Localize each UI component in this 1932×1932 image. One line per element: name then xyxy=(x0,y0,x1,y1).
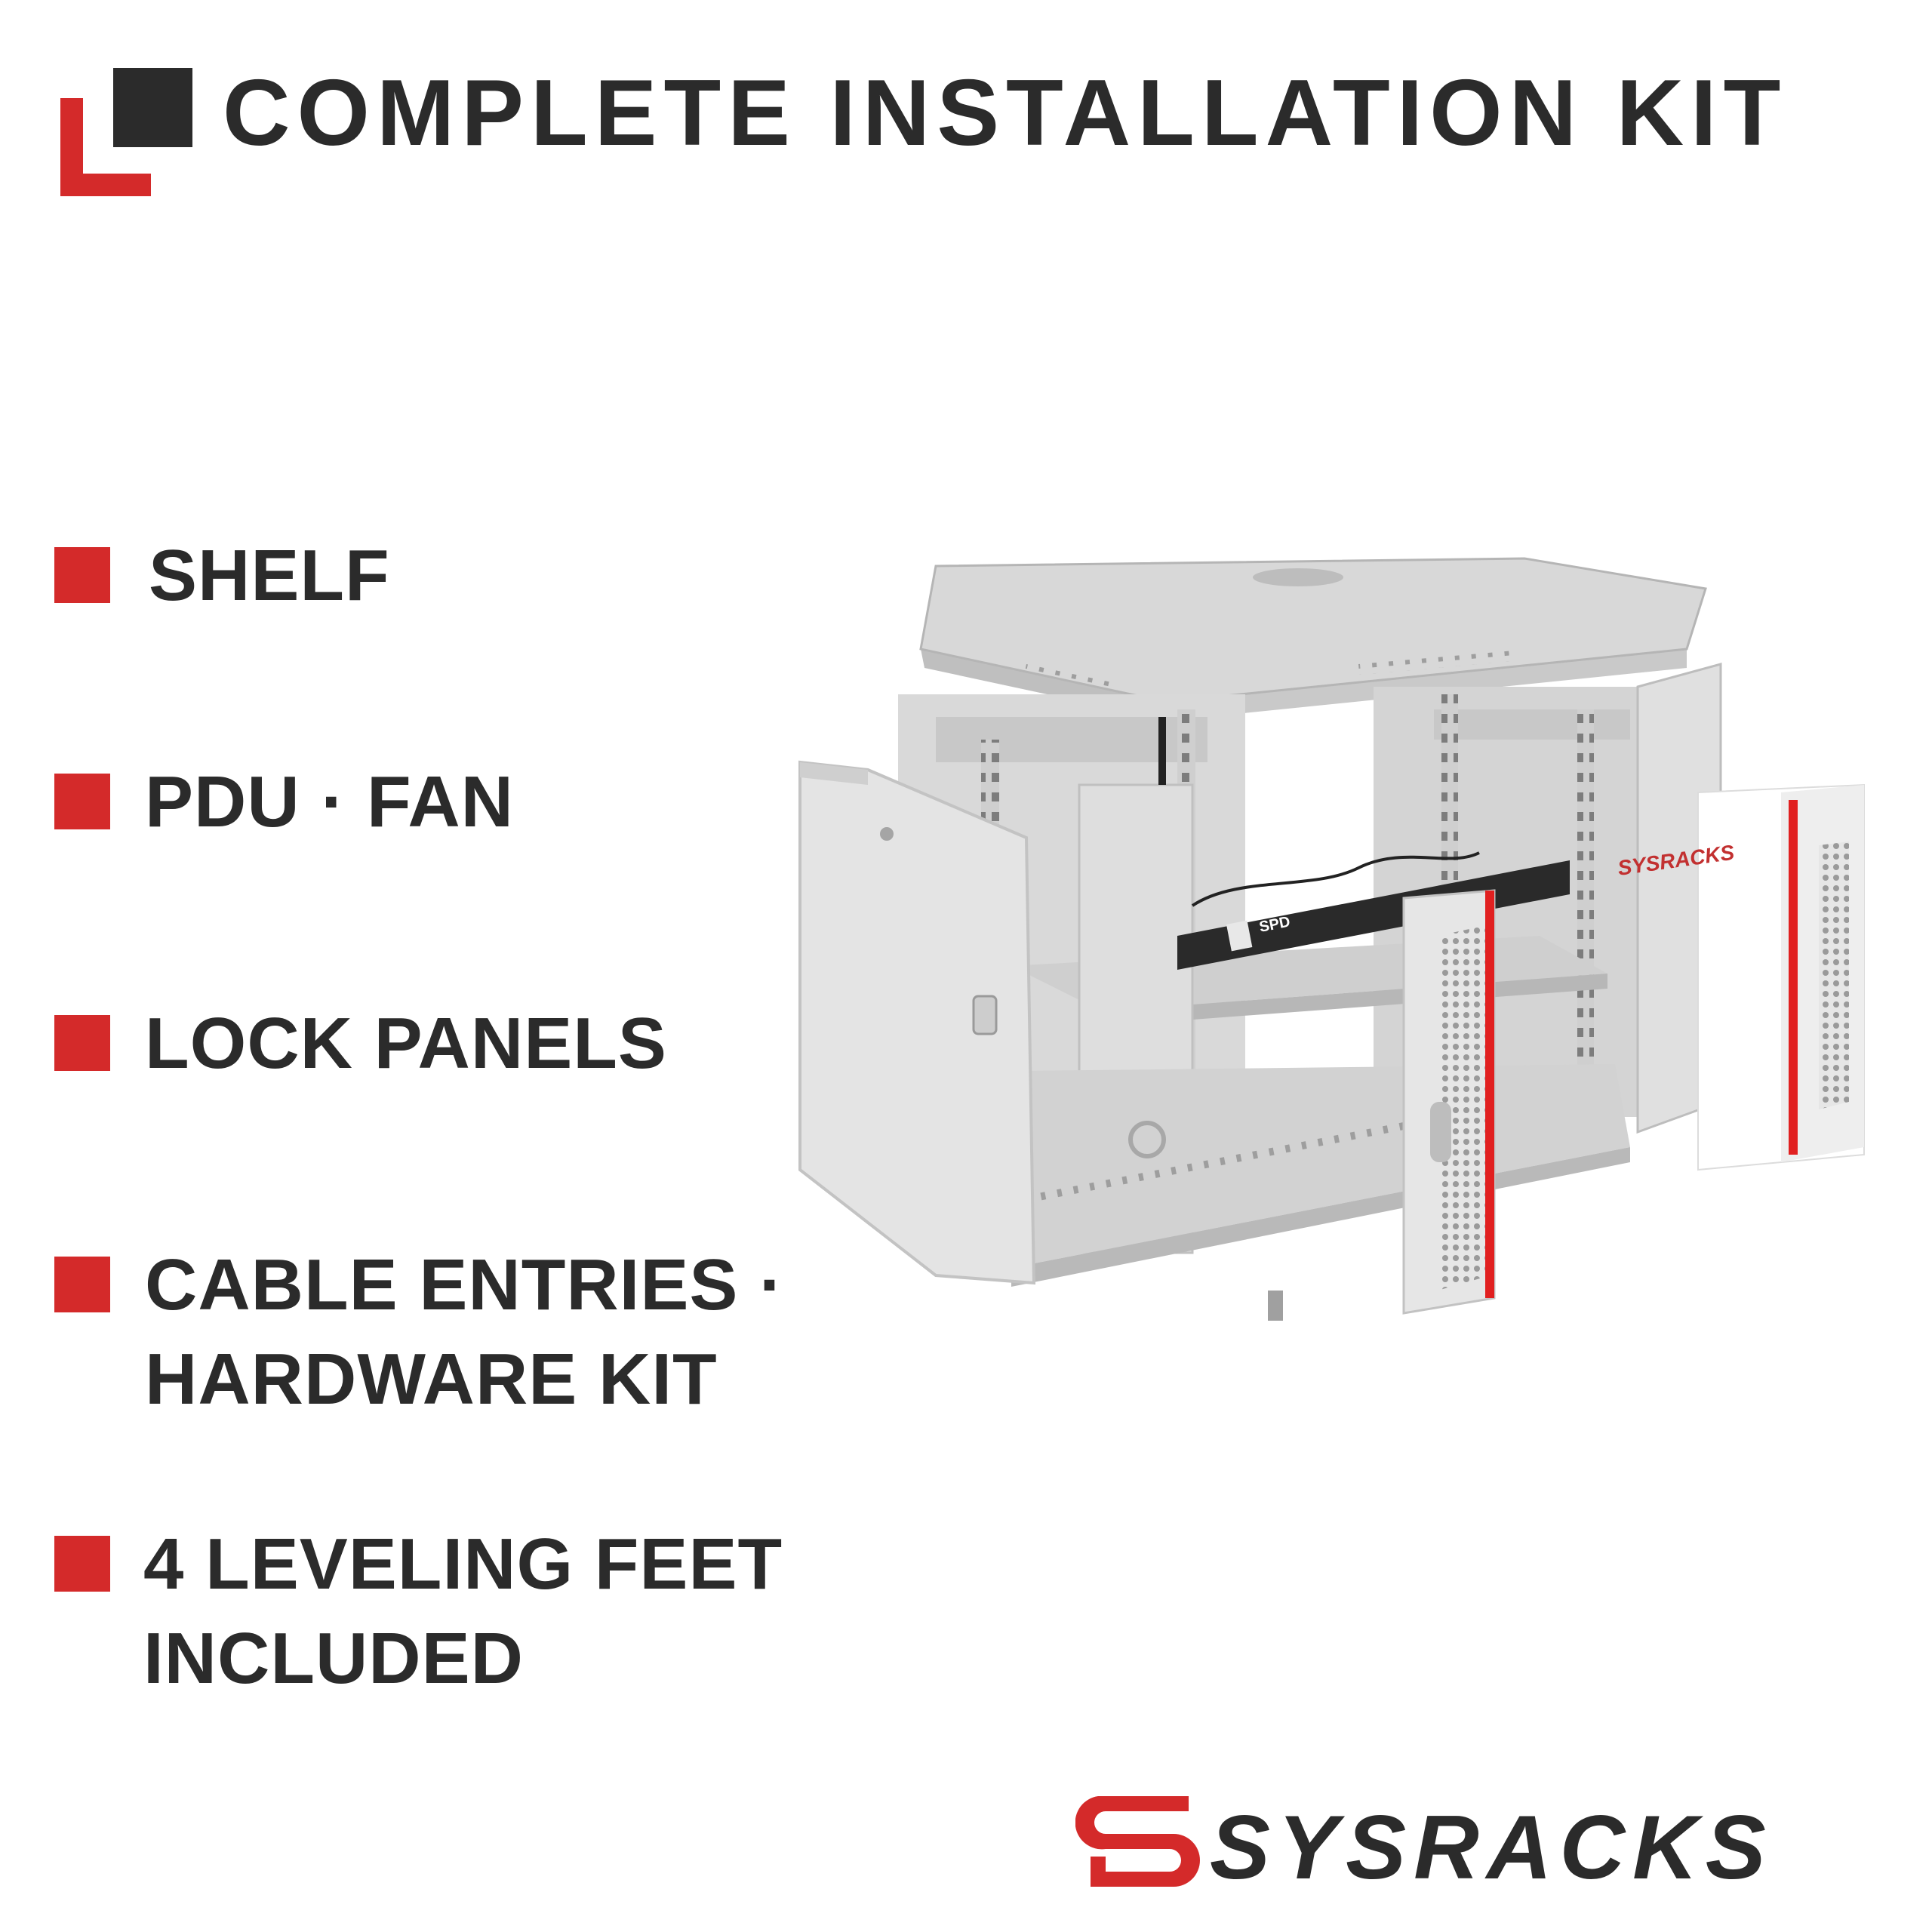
feature-label: LOCK PANELS xyxy=(145,1003,667,1084)
glass-door: SYSRACKS xyxy=(1617,783,1865,1171)
bullet-square-icon xyxy=(54,1015,110,1071)
pdu-power-strip: SPD xyxy=(1158,717,1570,970)
front-perforated-door xyxy=(1402,889,1496,1315)
feature-label-line: CABLE ENTRIES · xyxy=(145,1244,785,1325)
page-title: COMPLETE INSTALLATION KIT xyxy=(223,61,1788,165)
feature-label-line: HARDWARE KIT xyxy=(145,1339,718,1420)
door-handle xyxy=(1430,1102,1451,1162)
left-lock-panel xyxy=(798,760,1036,1285)
bullet-square-icon xyxy=(54,547,110,603)
top-panel xyxy=(919,557,1707,721)
feature-label: 4 LEVELING FEET INCLUDED xyxy=(143,1517,783,1706)
brand-logo: SYSRACKS xyxy=(1075,1789,1875,1909)
logo-dark-square xyxy=(113,68,192,147)
feature-label: PDU · FAN xyxy=(145,761,514,842)
rack-cabinet-exploded-view-icon: SPD SYSRACKS xyxy=(798,557,1865,1321)
bullet-square-icon xyxy=(54,1257,110,1312)
brand-mark-icon xyxy=(1075,1796,1200,1887)
bullet-square-icon xyxy=(54,1536,110,1592)
feature-label: SHELF xyxy=(149,535,390,616)
feature-label-line: INCLUDED xyxy=(143,1618,524,1699)
rack-rail xyxy=(1577,709,1594,1102)
cabinet-base xyxy=(958,1064,1630,1321)
header-logo-icon xyxy=(60,68,192,196)
logo-red-bar-horizontal xyxy=(60,174,151,196)
brand-name: SYSRACKS xyxy=(1210,1797,1774,1898)
feature-label-line: 4 LEVELING FEET xyxy=(143,1524,783,1604)
feature-label: CABLE ENTRIES · HARDWARE KIT xyxy=(145,1238,784,1426)
bullet-square-icon xyxy=(54,774,110,829)
lock-icon xyxy=(880,827,894,841)
leveling-foot xyxy=(1268,1291,1283,1321)
door-handle xyxy=(972,995,998,1035)
